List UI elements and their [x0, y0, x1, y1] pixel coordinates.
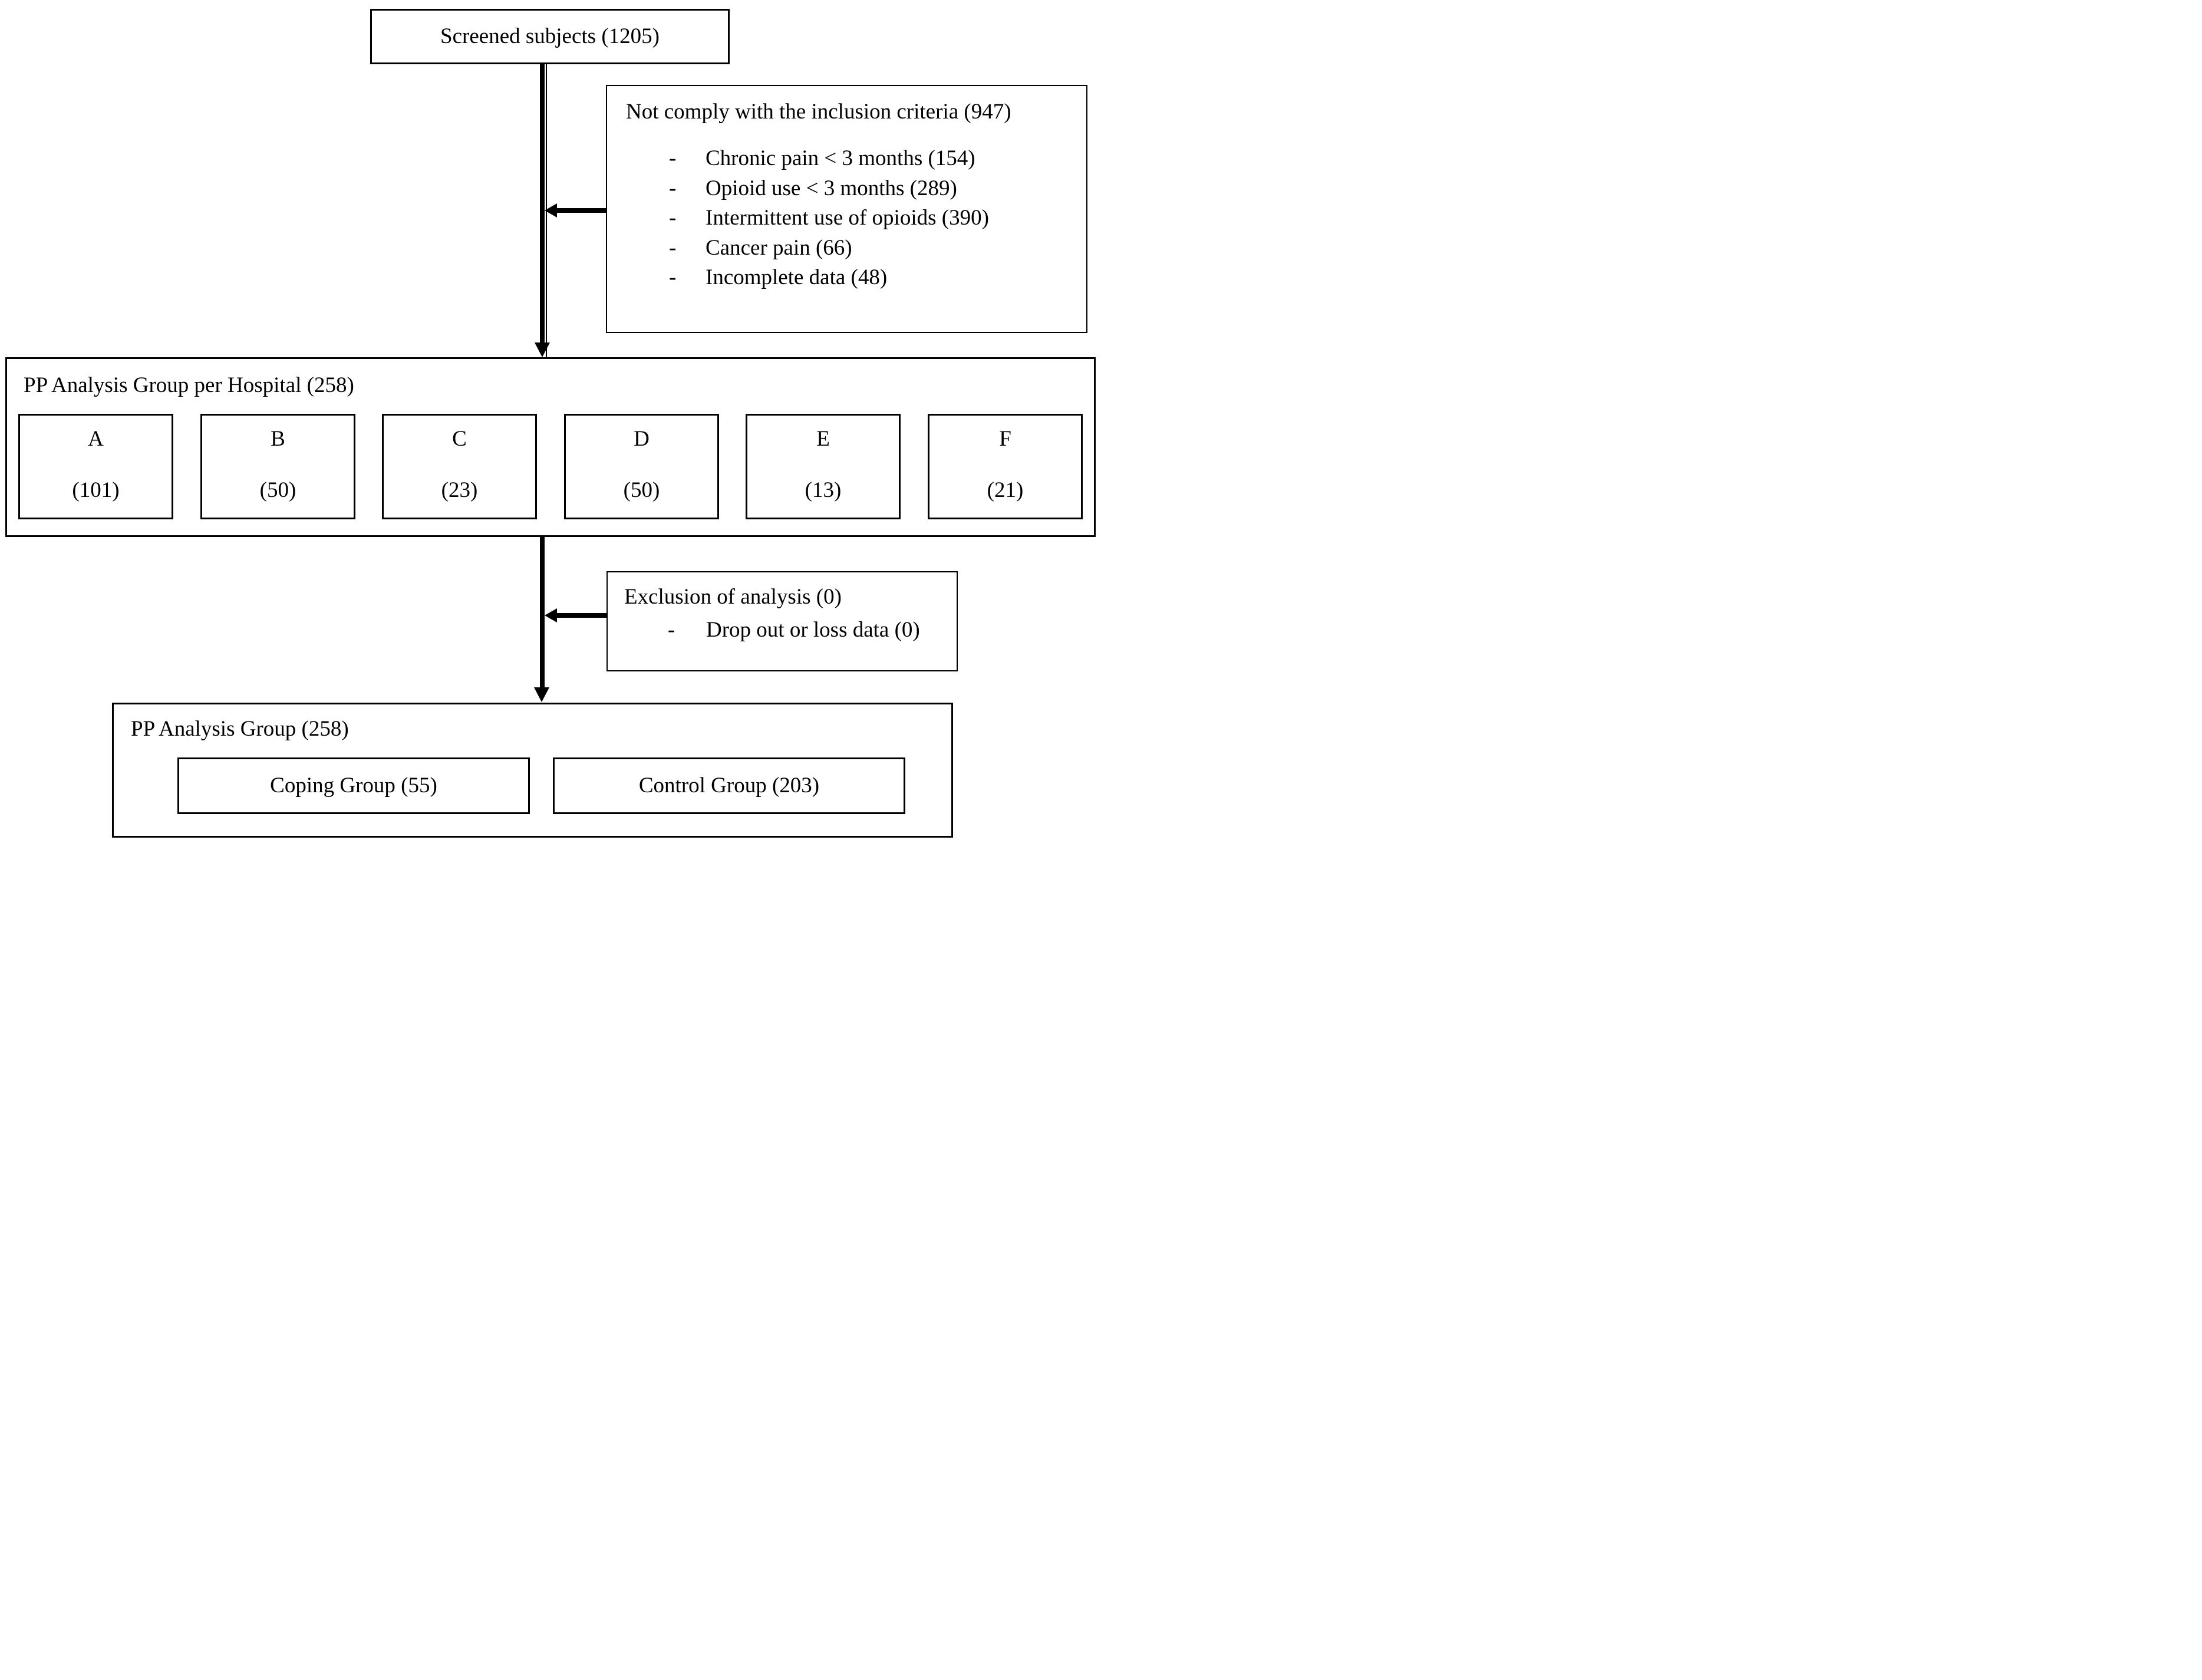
hospital-label: C: [452, 427, 467, 451]
hospital-group-title: PP Analysis Group per Hospital (258): [24, 373, 354, 397]
hospital-label: A: [88, 427, 104, 451]
exclusion-box: Exclusion of analysis (0) - Drop out or …: [606, 571, 958, 671]
arrow-notcomply-body: [557, 208, 606, 213]
hospital-group-box: PP Analysis Group per Hospital (258) A (…: [5, 357, 1096, 537]
bullet-dash: -: [669, 146, 677, 170]
consort-flow-diagram: Screened subjects (1205) Not comply with…: [0, 0, 1101, 840]
hospital-box-f: F (21): [928, 414, 1083, 519]
screened-label: Screened subjects (1205): [440, 24, 660, 48]
not-comply-title: Not comply with the inclusion criteria (…: [626, 100, 1011, 124]
bullet-dash: -: [669, 265, 677, 289]
arrow-hospital-to-pp-stem: [540, 537, 545, 689]
not-comply-item-label: Intermittent use of opioids (390): [706, 206, 989, 230]
bullet-dash: -: [669, 236, 677, 260]
not-comply-item-label: Cancer pain (66): [706, 236, 852, 260]
screened-box: Screened subjects (1205): [370, 9, 730, 64]
arrow-exclusion-body: [557, 613, 606, 618]
control-group-box: Control Group (203): [553, 757, 905, 814]
arrow-screened-to-hospital-head-icon: [535, 342, 550, 357]
hospital-count: (13): [805, 478, 842, 502]
bullet-dash: -: [668, 618, 675, 642]
hospital-box-b: B (50): [200, 414, 355, 519]
hospital-count: (23): [441, 478, 478, 502]
pp-analysis-group-box: PP Analysis Group (258) Coping Group (55…: [112, 703, 953, 838]
hospital-label: F: [999, 427, 1011, 451]
not-comply-item-label: Chronic pain < 3 months (154): [706, 146, 975, 170]
hospital-label: B: [271, 427, 285, 451]
arrow-screened-to-hospital-stem: [540, 64, 545, 344]
hospital-count: (21): [987, 478, 1024, 502]
coping-group-box: Coping Group (55): [177, 757, 530, 814]
hospital-label: D: [634, 427, 650, 451]
bullet-dash: -: [669, 206, 677, 230]
arrow-exclusion-head-icon: [545, 608, 557, 622]
not-comply-item-label: Incomplete data (48): [706, 265, 888, 289]
not-comply-box: Not comply with the inclusion criteria (…: [606, 85, 1087, 333]
exclusion-item-label: Drop out or loss data (0): [706, 618, 920, 642]
hospital-count: (50): [623, 478, 660, 502]
bullet-dash: -: [669, 176, 677, 200]
arrow-notcomply-head-icon: [545, 203, 557, 218]
not-comply-item-label: Opioid use < 3 months (289): [706, 176, 957, 200]
arrow-hospital-to-pp-head-icon: [534, 687, 549, 702]
hospital-count: (101): [72, 478, 120, 502]
coping-group-label: Coping Group (55): [270, 773, 437, 798]
hospital-box-c: C (23): [382, 414, 537, 519]
hospital-label: E: [816, 427, 830, 451]
control-group-label: Control Group (203): [638, 773, 820, 798]
pp-analysis-group-title: PP Analysis Group (258): [131, 717, 349, 741]
hospital-box-d: D (50): [564, 414, 719, 519]
exclusion-title: Exclusion of analysis (0): [624, 585, 842, 609]
hospital-count: (50): [259, 478, 296, 502]
hospital-box-a: A (101): [18, 414, 173, 519]
hospital-box-e: E (13): [746, 414, 901, 519]
